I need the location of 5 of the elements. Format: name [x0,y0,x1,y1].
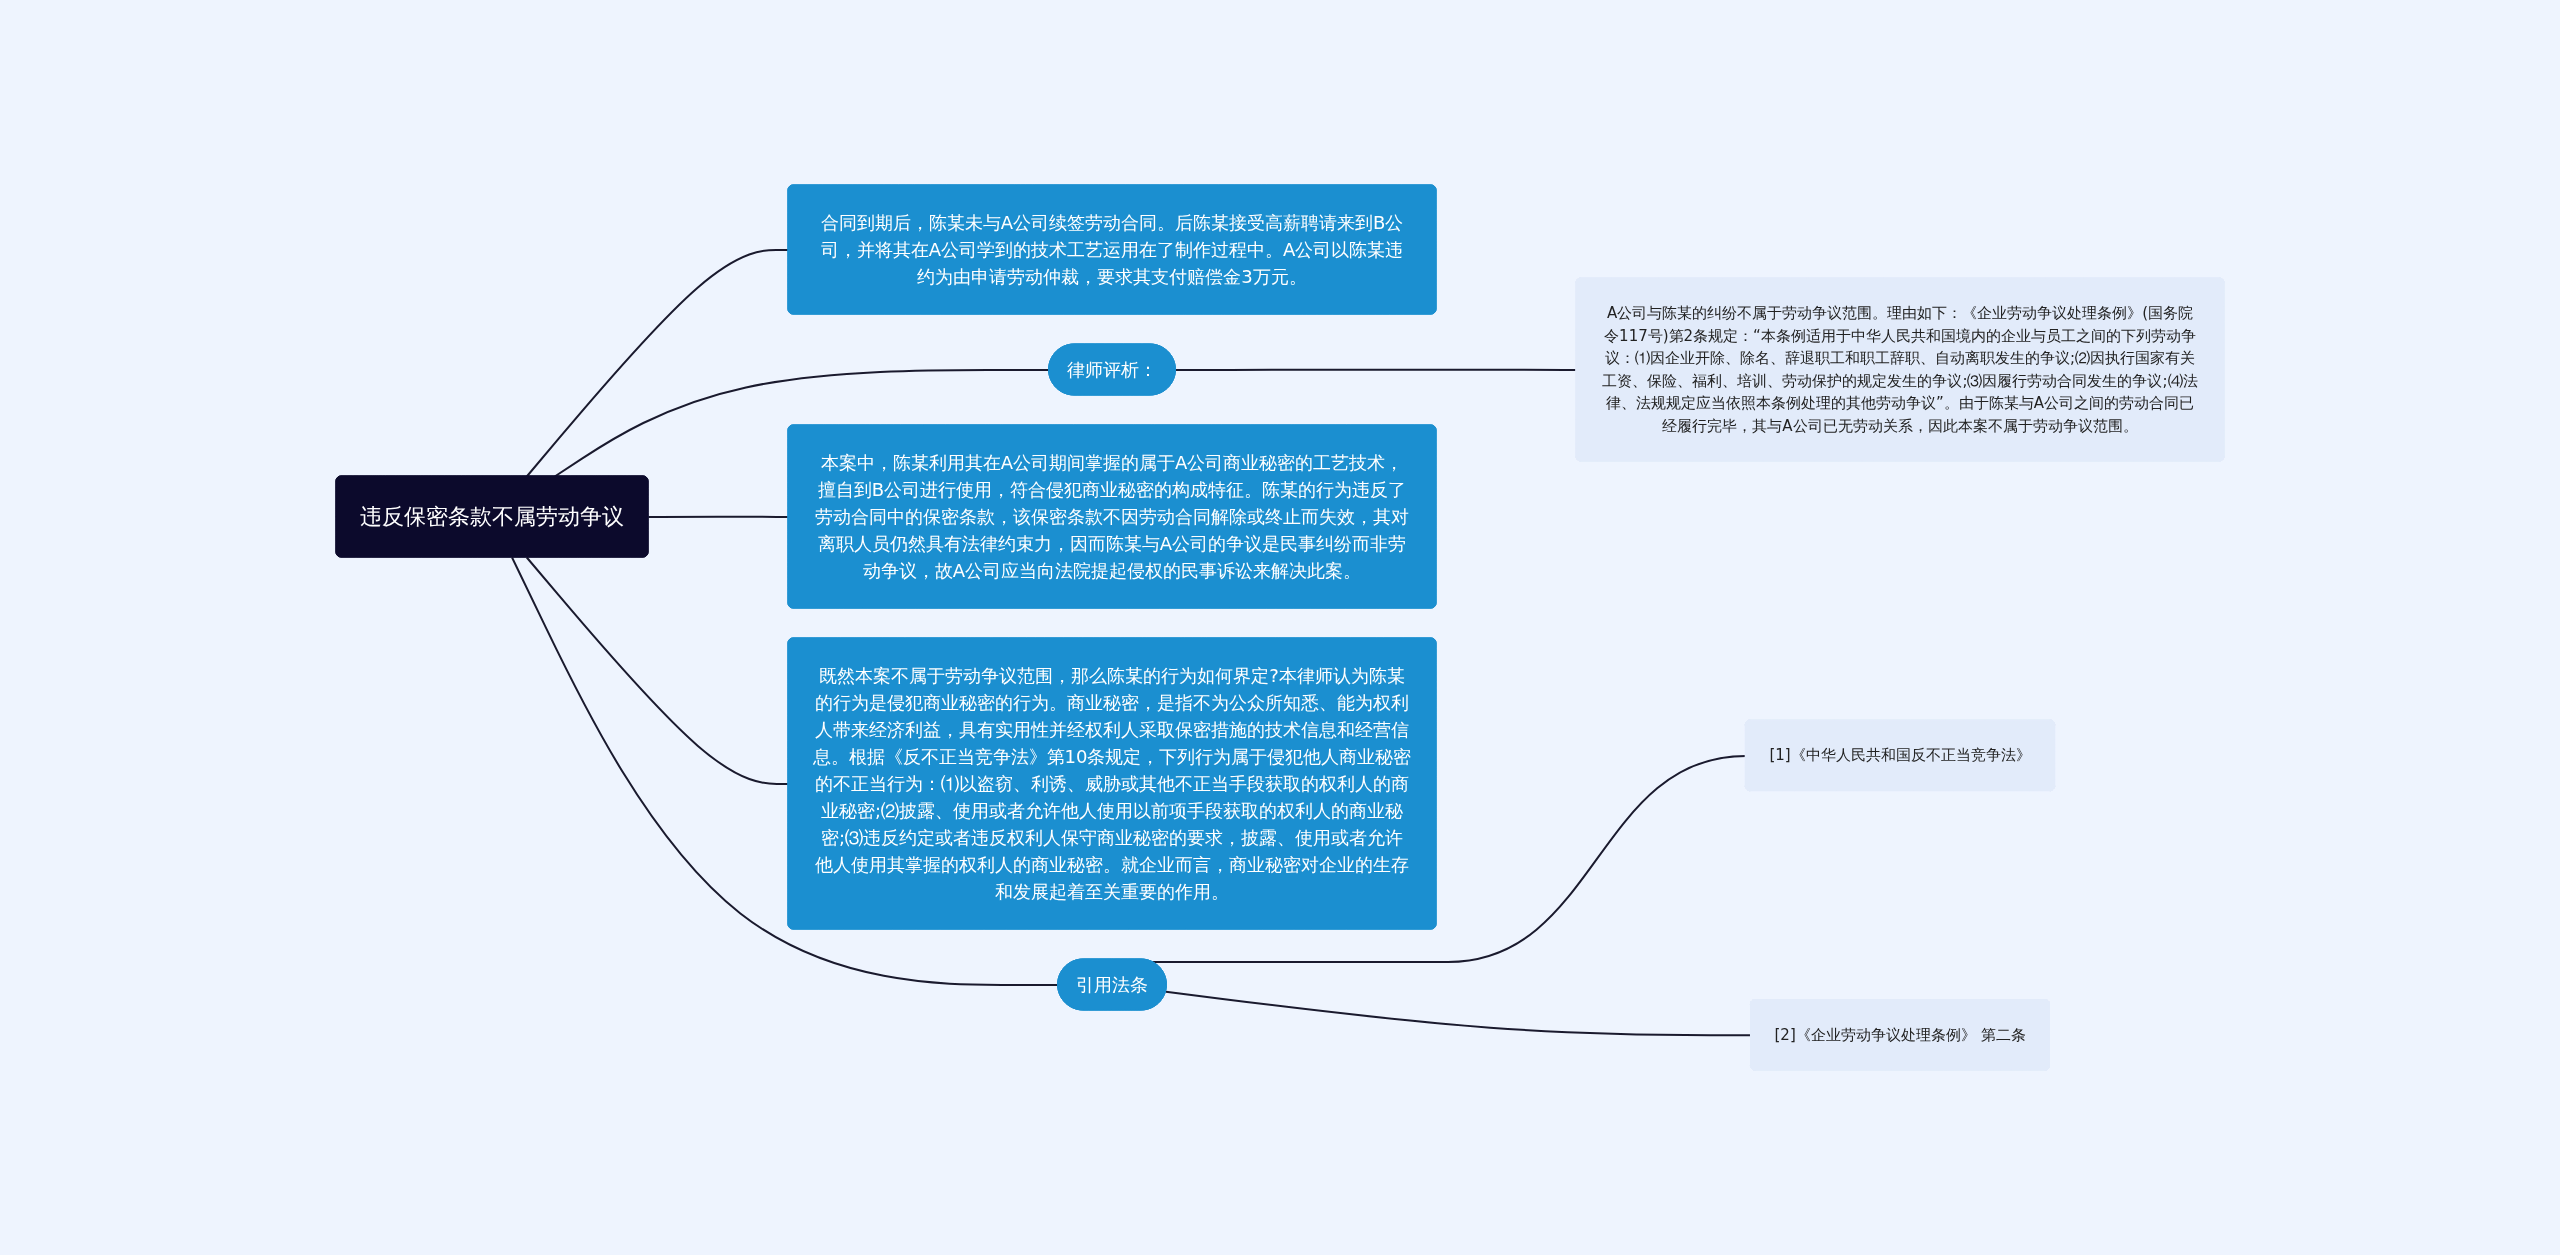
connector [1164,990,1752,1037]
connector [525,556,790,785]
connector [1174,368,1578,371]
connector [647,515,790,518]
connector [525,248,790,478]
